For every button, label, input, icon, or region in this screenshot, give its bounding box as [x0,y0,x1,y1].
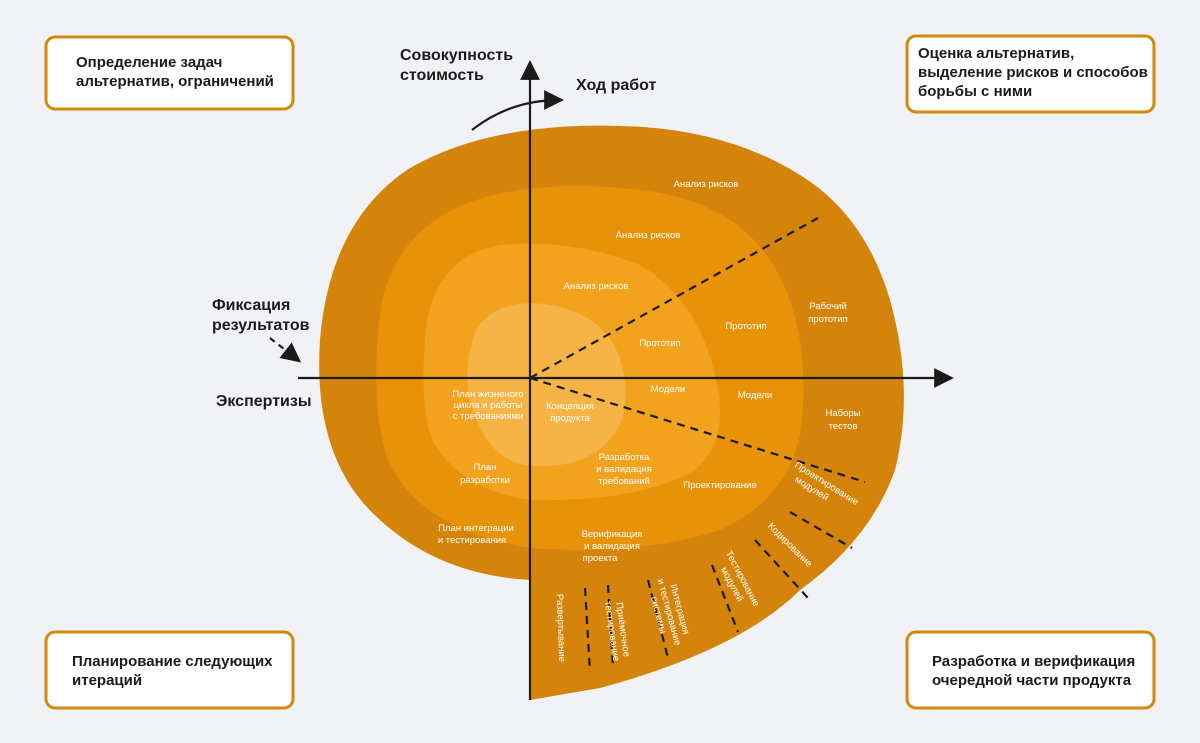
dev-plan-line1: План [474,462,497,473]
deployment-group: Развертывание [554,594,567,662]
corner-box-top-right-line2: выделение рисков и способов [918,64,1148,81]
progress-arrow [471,90,564,131]
ring-core [467,303,626,467]
corner-box-bottom-right-line1: Разработка и верификация [932,653,1135,670]
divider-unit-testing [710,564,740,633]
divider-module-design [789,511,853,549]
axis-labels: Совокупность стоимость Ход работ Фиксаци… [212,47,657,410]
product-concept-line2: продукта [550,413,590,424]
test-sets-line1: Наборы [826,408,861,419]
models-label-2: Модели [738,390,772,401]
design-verification-line2: и валидация [584,541,640,552]
risk-analysis-label-1: Анализ рисков [674,179,739,190]
divider-deployment [583,587,592,673]
progress-label: Ход работ [576,77,657,94]
design-label: Проектирование [683,480,756,491]
corner-box-top-right: Оценка альтернатив, выделение рисков и с… [905,34,1156,114]
corner-box-bottom-left-frame [44,630,295,710]
working-prototype-line2: прототип [808,314,848,325]
y-axis-label-line1: Совокупность [400,47,513,64]
corner-box-top-left-line2: альтернатив, ограничений [76,73,274,90]
corner-box-bottom-right: Разработка и верификация очередной части… [905,630,1156,710]
y-axis-label-line2: стоимость [400,67,484,84]
fix-label-line1: Фиксация [212,297,290,314]
design-verification-line3: проекта [583,553,619,564]
corner-box-top-right-frame [905,34,1156,114]
requirements-line2: и валидация [596,464,652,475]
corner-box-bottom-left-line1: Планирование следующих [72,653,273,670]
spiral-rings [319,125,904,701]
prototype-label-1: Прототип [639,338,680,349]
risk-analysis-label-3: Анализ рисков [564,281,629,292]
lifecycle-plan-line1: План жизненого [452,389,523,400]
product-concept-line1: Концепция [546,401,594,412]
requirements-line3: требований [598,476,650,487]
fix-label-line2: результатов [212,317,310,334]
corner-box-bottom-left: Планирование следующих итераций [44,630,295,710]
corner-box-top-left-frame [44,35,295,111]
corner-box-bottom-right-line2: очередной части продукта [932,672,1132,689]
phase-dividers [529,217,866,673]
axes [269,60,954,700]
dev-plan-line2: разработки [460,475,510,486]
integration-plan-line1: План интеграции [438,523,514,534]
models-label-1: Модели [651,384,685,395]
corner-boxes: Определение задач альтернатив, ограничен… [44,34,1156,710]
lifecycle-plan-line2: цикла и работы [454,400,523,411]
integration-plan-line2: и тестирования [438,535,506,546]
working-prototype-line1: Рабочий [809,301,846,312]
review-label: Экспертизы [216,393,312,410]
fix-arrow [269,337,302,363]
corner-box-bottom-right-frame [905,630,1156,710]
requirements-line1: Разработка [599,452,650,463]
corner-box-top-right-line3: борьбы с ними [918,83,1032,100]
divider-models [529,376,866,484]
test-sets-line2: тестов [829,421,858,432]
corner-box-top-right-line1: Оценка альтернатив, [918,45,1074,62]
deployment-label: Развертывание [554,594,567,662]
corner-box-top-left-line1: Определение задач [76,54,222,71]
corner-box-bottom-left-line2: итераций [72,672,142,689]
design-verification-line1: Верификация [582,529,643,540]
corner-box-top-left: Определение задач альтернатив, ограничен… [44,35,295,111]
risk-analysis-label-2: Анализ рисков [616,230,681,241]
lifecycle-plan-line3: с требованиями [453,411,524,422]
prototype-label-2: Прототип [725,321,766,332]
